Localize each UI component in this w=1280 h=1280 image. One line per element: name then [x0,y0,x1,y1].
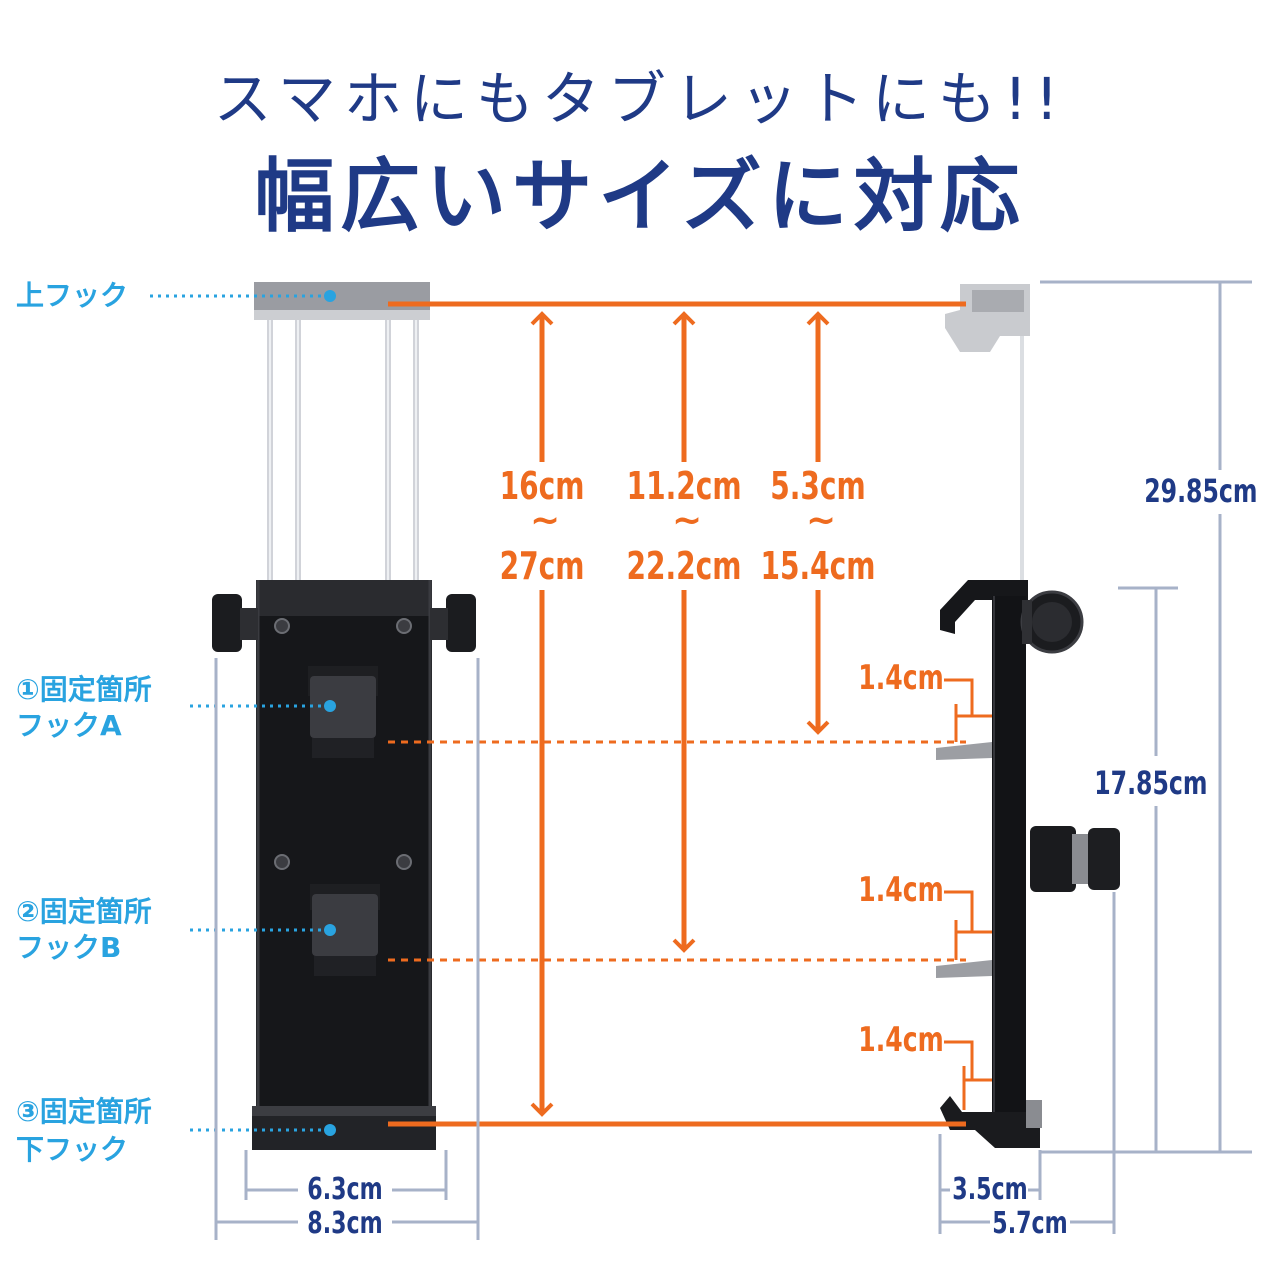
front-outer-width: 8.3cm [307,1206,383,1241]
side-main-body [992,596,1026,1116]
side-middle-knob [1030,826,1120,892]
extension-rods [267,320,419,580]
front-hook-a [308,666,378,758]
total-height-label: 29.85cm [1144,472,1258,510]
side-outer-width: 5.7cm [992,1206,1068,1241]
side-view [936,284,1120,1148]
hook-depth-3: 1.4cm [858,1020,944,1060]
headline-sub: スマホにもタブレットにも!! [213,65,1067,133]
range-hook-a-max: 15.4cm [760,544,876,588]
label-point2-line2: フックB [16,931,122,964]
body-height-label: 17.85cm [1094,764,1208,802]
hook-depth-1: 1.4cm [858,658,944,698]
grey-dimensions [214,280,1252,1240]
label-point1-line2: フックA [16,709,122,742]
label-point1-line1: ①固定箇所 [16,673,152,706]
range-hook-a-min: 5.3cm [770,464,866,508]
hook-depth-2: 1.4cm [858,870,944,910]
range-full-min: 16cm [499,464,585,508]
front-hook-b [310,884,380,976]
range-hook-a-separator: ~ [806,500,837,541]
hook-level-lines [388,740,966,962]
front-main-body [256,580,432,1110]
range-hook-b-max: 22.2cm [626,544,742,588]
side-top-knob [1020,590,1084,654]
range-full-separator: ~ [530,500,561,541]
headline-main: 幅広いサイズに対応 [254,150,1026,243]
range-full-max: 27cm [499,544,585,588]
range-hook-b-separator: ~ [672,500,703,541]
side-inner-width: 3.5cm [952,1172,1028,1207]
range-hook-b-min: 11.2cm [626,464,742,508]
label-point3-line1: ③固定箇所 [16,1095,152,1128]
side-top-hook [945,284,1030,352]
front-view [212,282,476,1150]
side-hook-a [936,742,992,760]
side-hook-b [936,960,992,978]
front-bottom-hook [252,1106,436,1150]
label-top-hook: 上フック [16,279,129,312]
label-point3-line2: 下フック [16,1133,129,1166]
orange-measurements [388,301,966,1127]
label-leaders [150,294,322,1132]
front-inner-width: 6.3cm [307,1172,383,1207]
side-bottom-hook [940,1096,1042,1148]
side-knobs [212,594,476,652]
label-point2-line1: ②固定箇所 [16,895,152,928]
hook-depth-brackets [944,678,992,1110]
